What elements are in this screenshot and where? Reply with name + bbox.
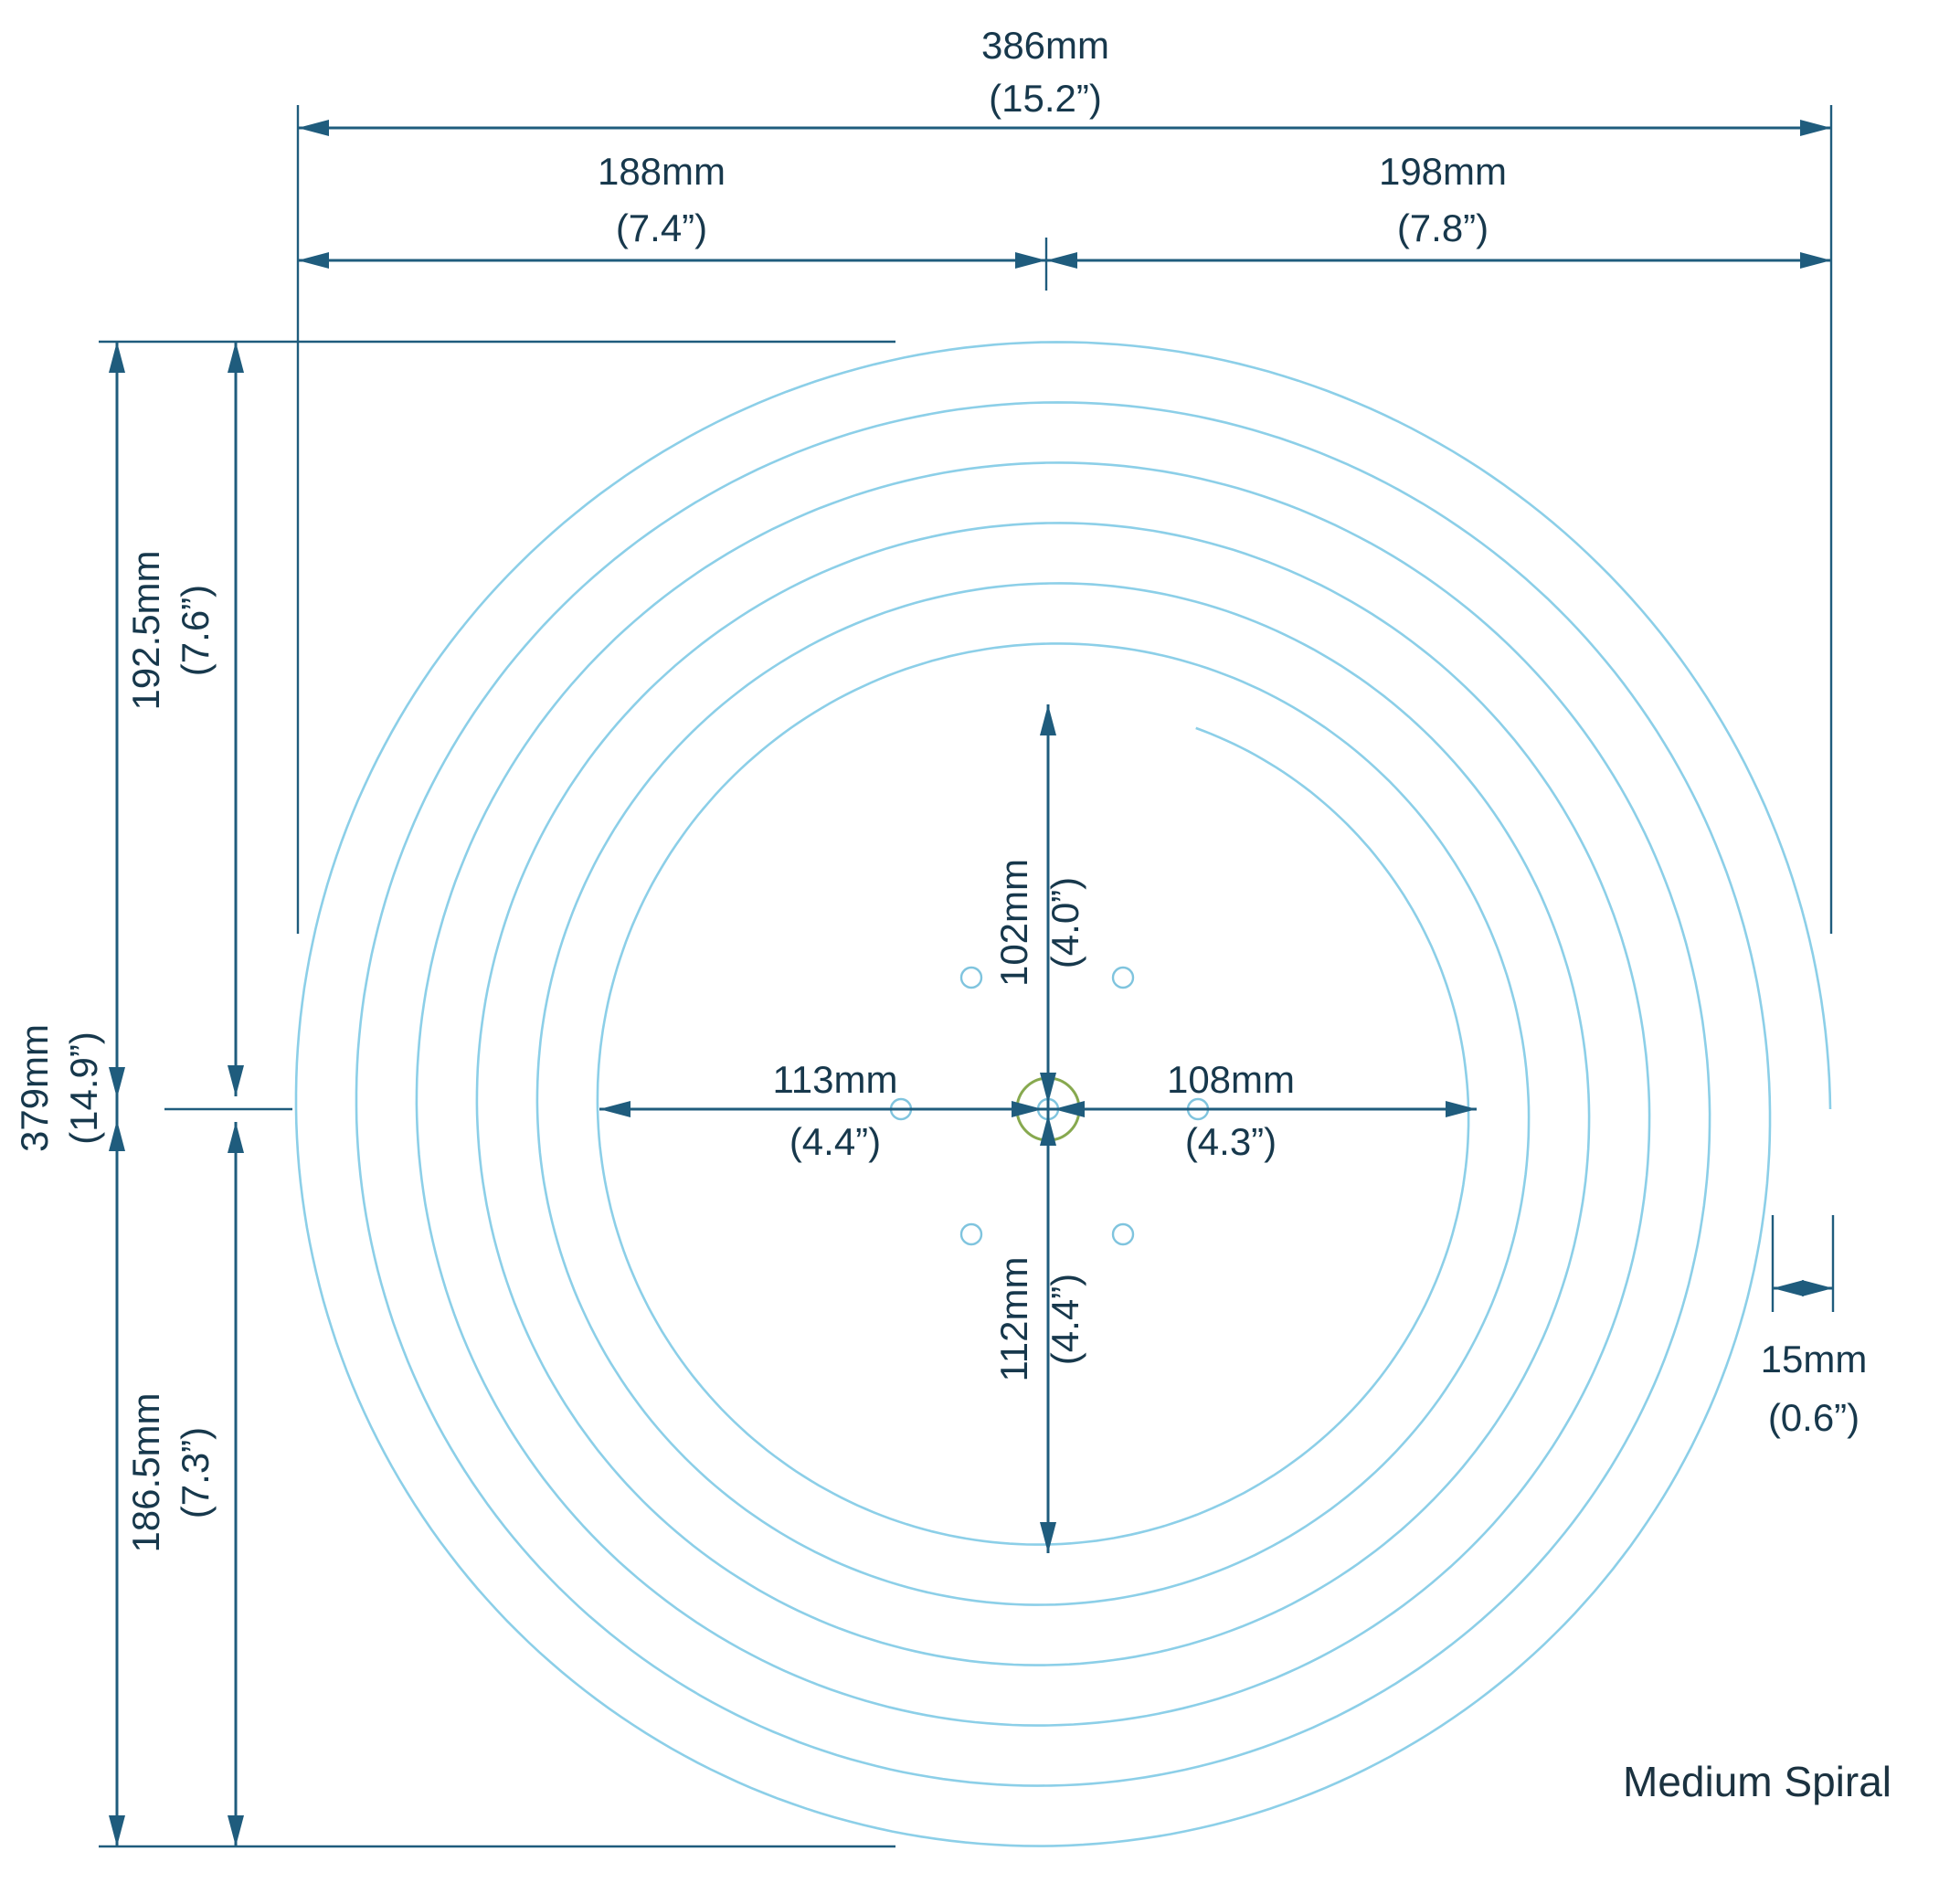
left-width-inch-label: (7.4”) <box>616 206 707 249</box>
center-down-mm-label: 112mm <box>992 1257 1035 1382</box>
pitch-inch-label: (0.6”) <box>1768 1396 1860 1439</box>
center-right-inch-label: (4.3”) <box>1185 1120 1277 1163</box>
mounting-hole <box>1111 1222 1135 1246</box>
center-up-inch-label: (4.0”) <box>1044 877 1086 968</box>
dimension-overall-height: 379mm (14.9”) <box>13 340 895 1848</box>
diagram-title: Medium Spiral <box>1623 1758 1891 1805</box>
dimension-center-horizontal: 113mm (4.4”) 108mm (4.3”) <box>599 1058 1477 1163</box>
pitch-mm-label: 15mm <box>1761 1338 1868 1380</box>
center-right-mm-label: 108mm <box>1167 1058 1295 1101</box>
bottom-height-mm-label: 186.5mm <box>124 1392 167 1552</box>
center-up-mm-label: 102mm <box>992 859 1035 987</box>
overall-height-mm-label: 379mm <box>13 1024 56 1152</box>
right-width-inch-label: (7.8”) <box>1397 206 1489 249</box>
center-down-inch-label: (4.4”) <box>1044 1274 1086 1365</box>
overall-height-inch-label: (14.9”) <box>62 1031 105 1145</box>
left-width-mm-label: 188mm <box>598 150 726 193</box>
dimension-pitch: 15mm (0.6”) <box>1761 1215 1868 1439</box>
right-width-mm-label: 198mm <box>1379 150 1507 193</box>
overall-width-mm-label: 386mm <box>981 24 1109 67</box>
dimension-split-widths: 188mm (7.4”) 198mm (7.8”) <box>298 150 1831 291</box>
top-height-inch-label: (7.6”) <box>174 585 217 676</box>
center-left-mm-label: 113mm <box>773 1058 898 1101</box>
top-height-mm-label: 192.5mm <box>124 550 167 710</box>
mounting-hole <box>959 1222 983 1246</box>
bottom-height-inch-label: (7.3”) <box>174 1427 217 1518</box>
dimension-split-heights: 192.5mm (7.6”) 186.5mm (7.3”) <box>124 342 292 1846</box>
overall-width-inch-label: (15.2”) <box>989 77 1102 120</box>
dimension-center-vertical: 102mm (4.0”) 112mm (4.4”) <box>992 704 1086 1553</box>
center-left-inch-label: (4.4”) <box>789 1120 881 1163</box>
spiral-curve <box>294 341 1832 1847</box>
mounting-hole <box>1111 966 1135 989</box>
mounting-hole <box>959 966 983 989</box>
dimension-overall-width: 386mm (15.2”) <box>296 24 1833 934</box>
